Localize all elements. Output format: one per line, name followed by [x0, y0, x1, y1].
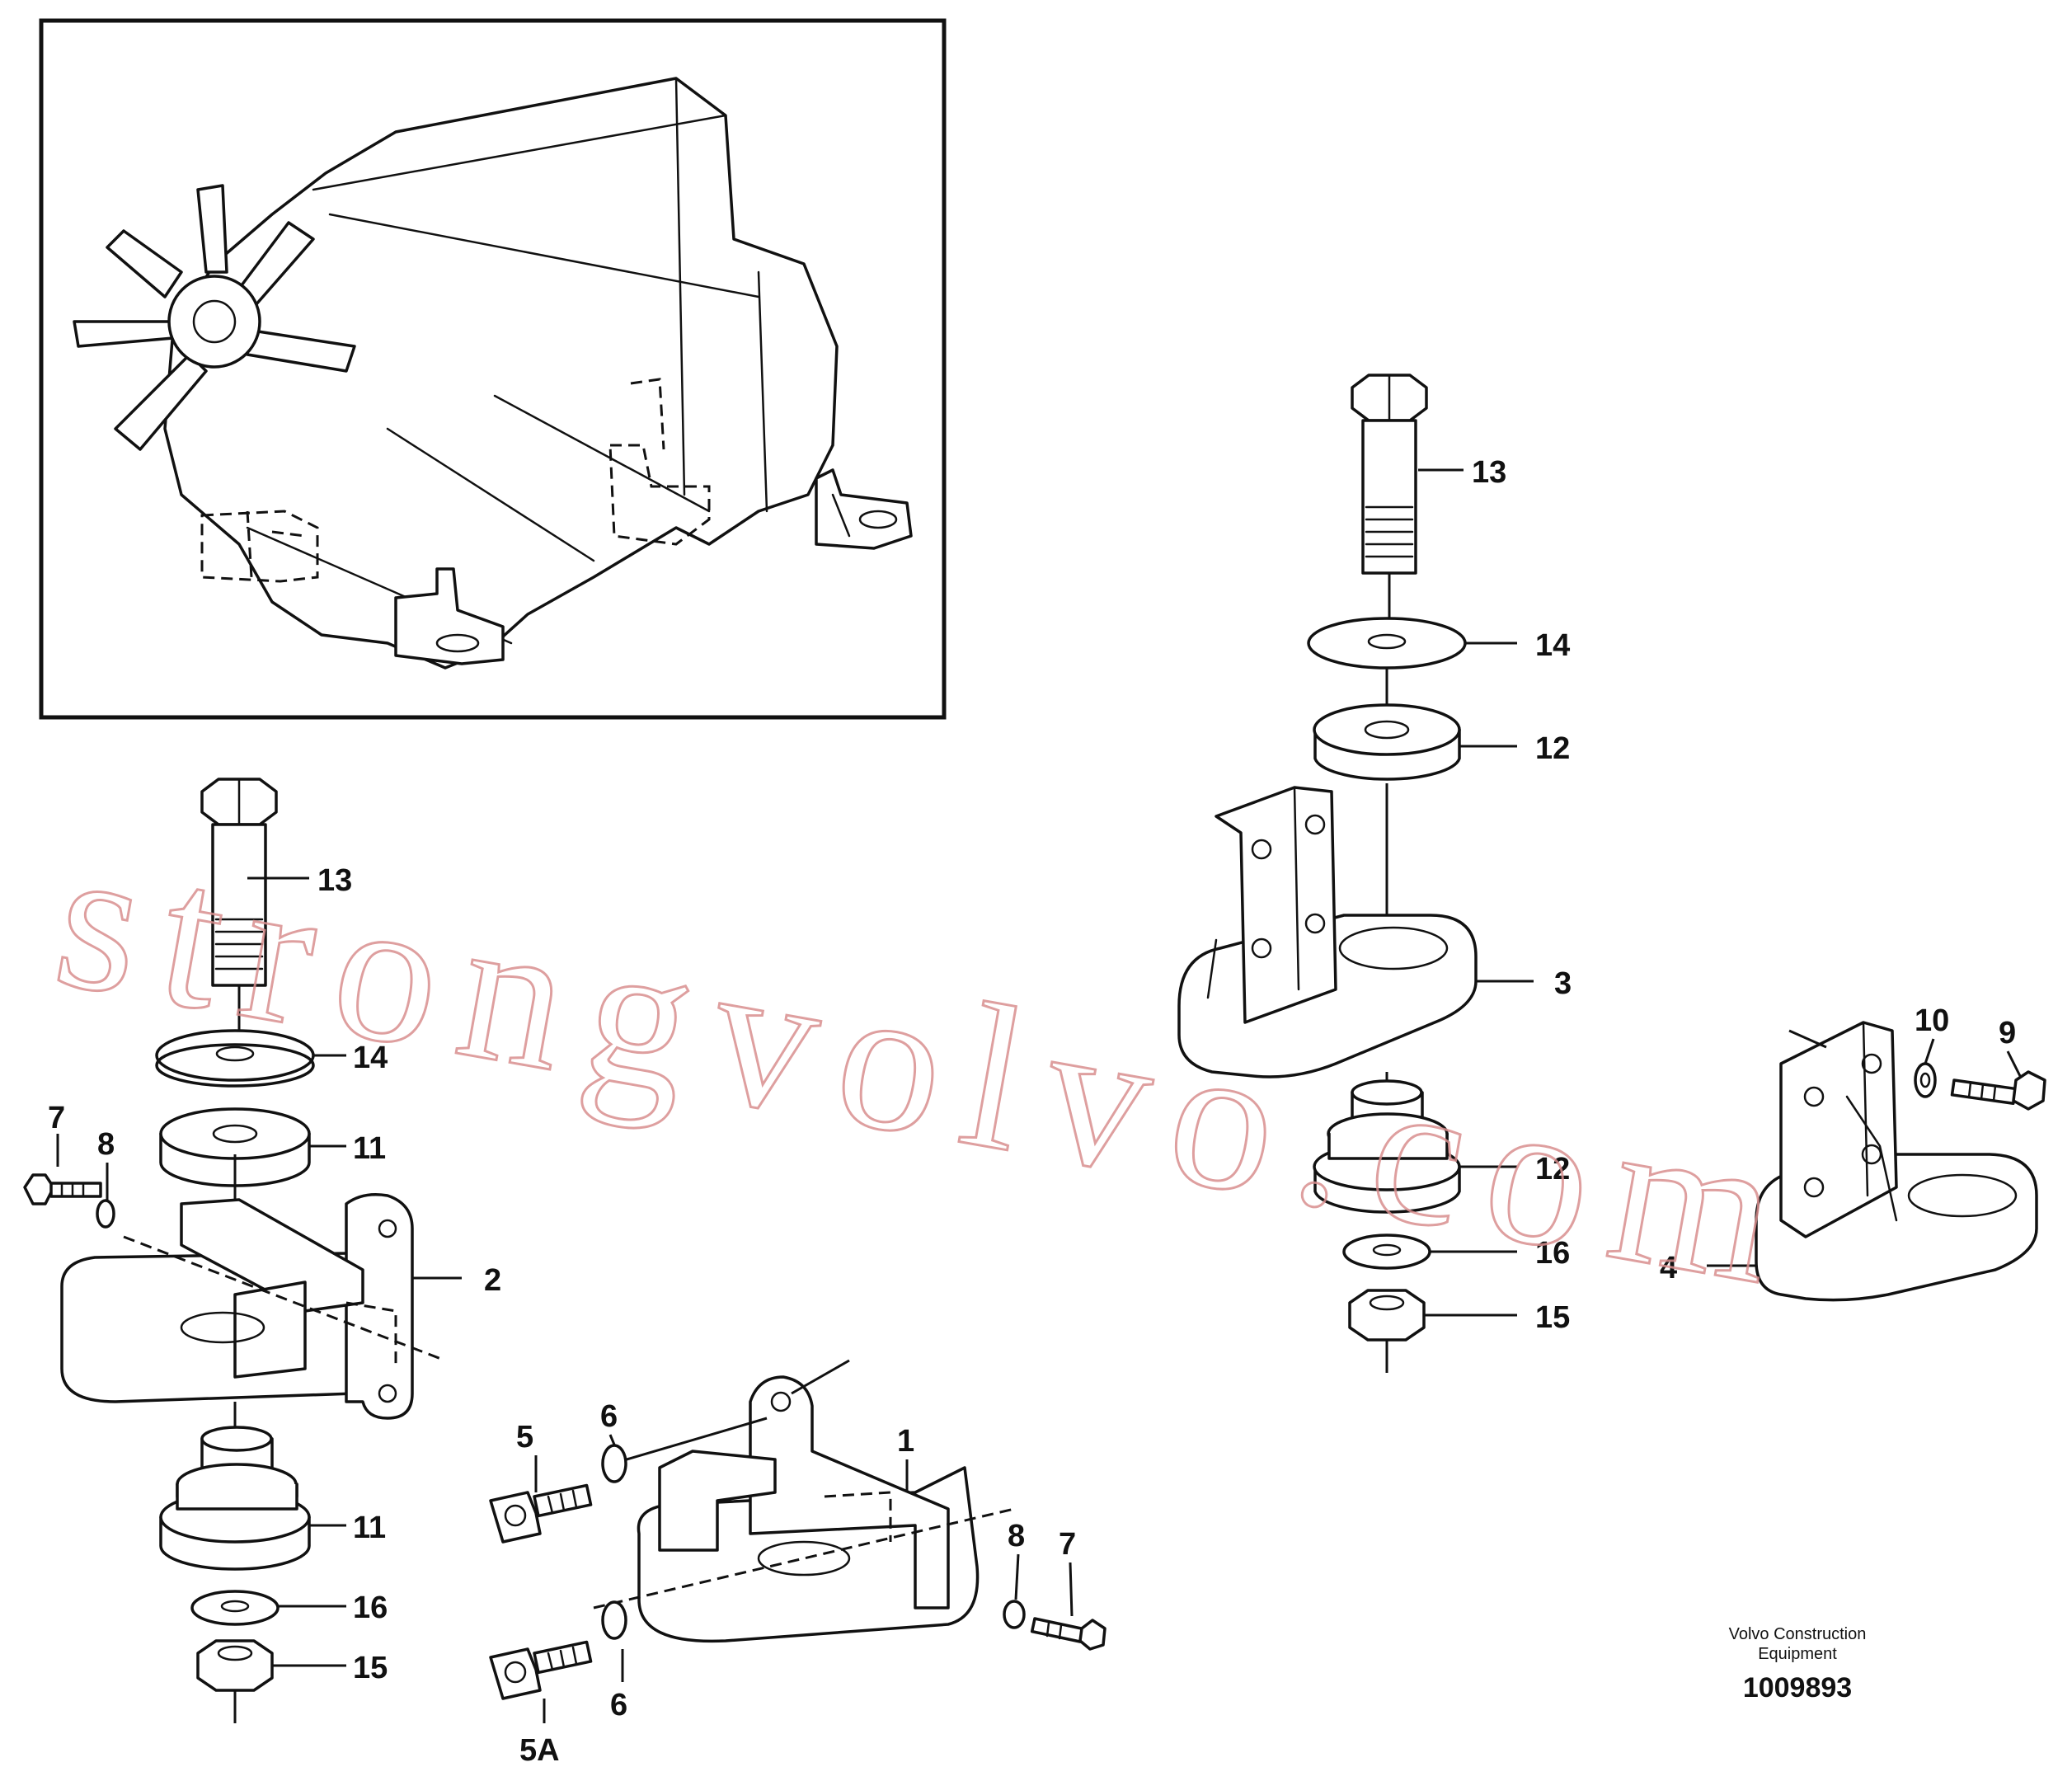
callout-2: 2	[484, 1263, 501, 1298]
left-mount-stack	[23, 778, 446, 1723]
callout-11-lower: 11	[353, 1511, 386, 1545]
callout-13-left: 13	[317, 863, 352, 898]
rubber-cushion-icon	[1313, 1072, 1461, 1214]
socket-screw-icon	[1003, 1600, 1106, 1651]
engine-bracket-icon	[593, 1359, 1015, 1643]
drawing-number: 1009893	[1743, 1672, 1852, 1703]
callout-10: 10	[1915, 1003, 1949, 1038]
callout-5: 5	[516, 1420, 533, 1454]
callout-6-upper: 6	[600, 1399, 618, 1434]
callout-7-center: 7	[1059, 1527, 1076, 1562]
credit-block: Volvo Construction Equipment 1009893	[1729, 1625, 1867, 1703]
callout-16-left: 16	[353, 1591, 388, 1625]
callout-4: 4	[1660, 1251, 1677, 1285]
socket-screw-icon	[1914, 1062, 2046, 1111]
callout-15-left: 15	[353, 1651, 388, 1685]
credit-line-2: Equipment	[1758, 1645, 1837, 1663]
right-mount-stack	[1177, 374, 1478, 1373]
callout-8-left: 8	[97, 1127, 115, 1162]
engine-overview-icon	[73, 77, 913, 670]
callout-12-lower: 12	[1535, 1152, 1570, 1187]
rubber-cushion-icon	[1313, 703, 1461, 915]
far-right-mount	[1755, 1021, 2046, 1302]
engine-bracket-icon	[60, 1193, 446, 1420]
center-mount	[489, 1359, 1106, 1700]
socket-screw-icon	[489, 1600, 627, 1700]
rubber-cushion-icon	[159, 1402, 311, 1571]
callout-16-right: 16	[1535, 1236, 1570, 1271]
hex-nut-icon	[1348, 1289, 1426, 1373]
hex-bolt-icon	[200, 778, 278, 1031]
leader-lines	[247, 468, 2022, 1723]
socket-screw-icon	[489, 1417, 768, 1544]
callout-9: 9	[1999, 1016, 2016, 1050]
engine-inset	[39, 18, 947, 720]
callout-12-upper: 12	[1535, 731, 1570, 766]
callout-13-right: 13	[1472, 455, 1506, 490]
hex-nut-icon	[196, 1639, 274, 1723]
callout-14-left: 14	[353, 1041, 388, 1075]
credit-line-1: Volvo Construction	[1729, 1625, 1867, 1643]
callout-6-lower: 6	[610, 1688, 627, 1722]
socket-screw-icon	[23, 1134, 115, 1229]
callout-3: 3	[1554, 966, 1572, 1001]
engine-bracket-icon	[1755, 1021, 2038, 1302]
callout-14-right: 14	[1535, 628, 1570, 663]
washer-icon	[190, 1590, 280, 1626]
washer-icon	[1307, 617, 1467, 705]
callout-8-center: 8	[1008, 1519, 1025, 1553]
callout-7-left: 7	[48, 1101, 65, 1135]
callout-15-right: 15	[1535, 1300, 1570, 1335]
callout-1: 1	[897, 1424, 914, 1459]
callout-labels: 13 14 11 2 11 16 15 7 8 1 5 6 6 5A 8 7 1…	[48, 455, 2016, 1768]
engine-bracket-icon	[1177, 786, 1478, 1078]
callout-5a: 5A	[519, 1733, 560, 1768]
callout-11-upper: 11	[353, 1131, 386, 1166]
hex-bolt-icon	[1351, 374, 1428, 618]
rubber-cushion-icon	[159, 1107, 311, 1212]
